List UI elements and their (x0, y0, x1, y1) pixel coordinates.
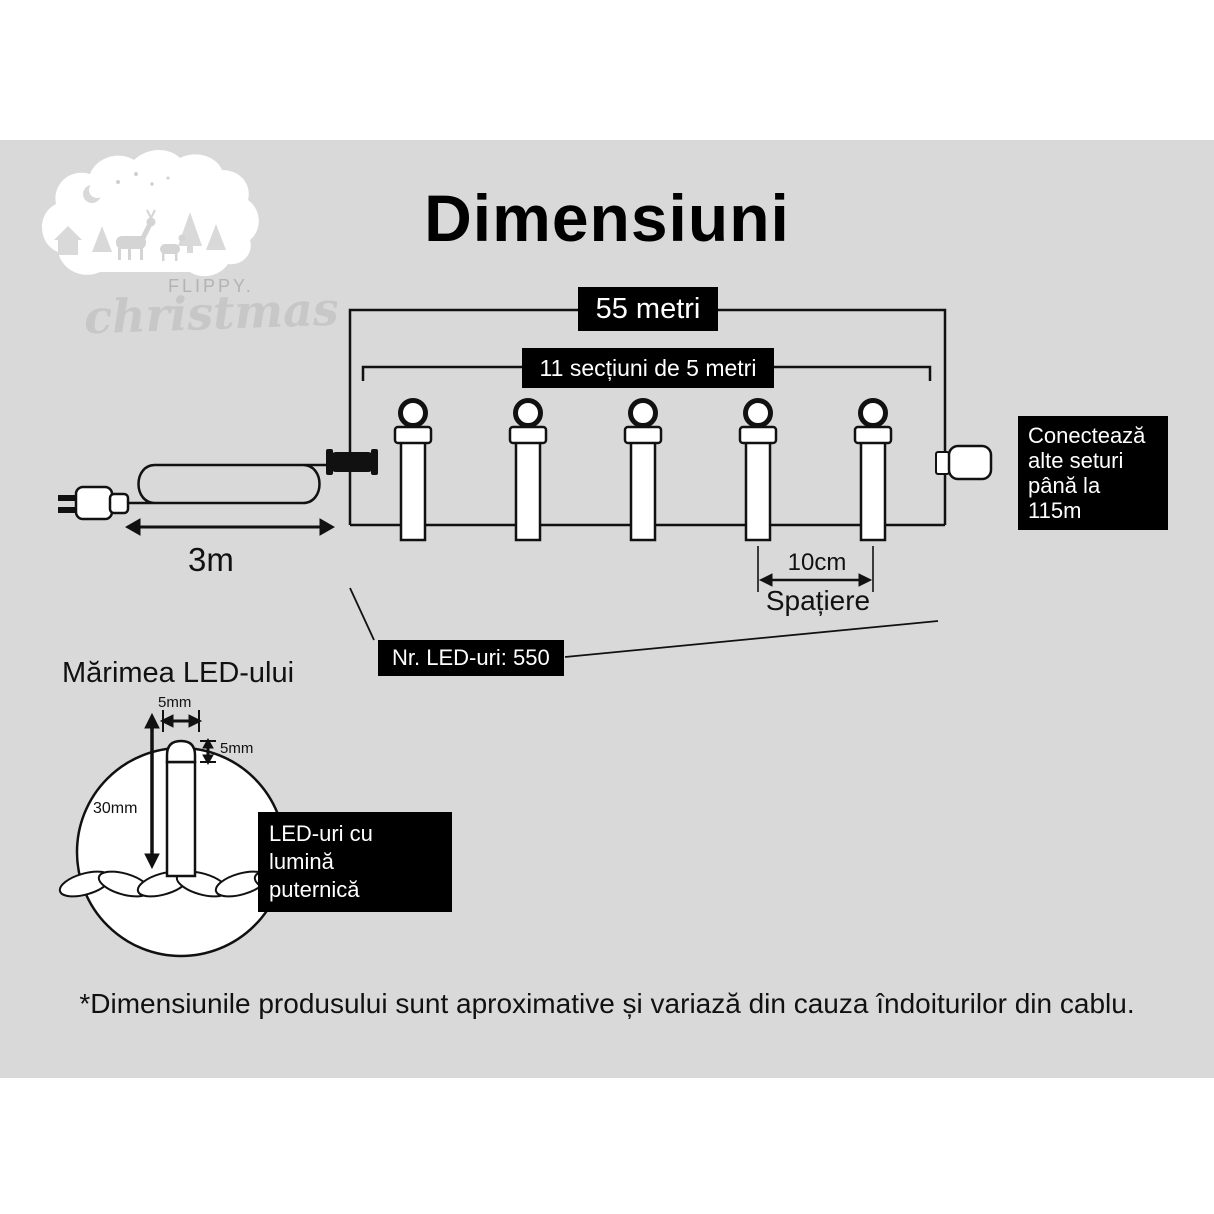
connect-info-line: până la 115m (1028, 473, 1101, 523)
inline-connector-icon (326, 449, 378, 475)
led-size-heading: Mărimea LED-ului (62, 657, 295, 689)
lead-cable (126, 463, 333, 505)
bright-led-callout-line: LED-uri cu lumină (269, 821, 373, 874)
led-bulb-enlarged (165, 739, 197, 878)
power-plug-icon (58, 485, 130, 521)
bright-led-callout: LED-uri cu lumină puternică (258, 812, 452, 912)
led-bulb (738, 398, 778, 542)
spacing-arrow (757, 546, 874, 592)
led-bulb (853, 398, 893, 542)
connect-info-line: alte seturi (1028, 448, 1124, 473)
house-icon (54, 226, 82, 255)
connect-info-label: Conectează alte seturi până la 115m (1018, 416, 1168, 530)
spacing-value-label: 10cm (787, 549, 847, 576)
led-total-height-arrow (144, 712, 160, 870)
led-count-callout-lines (349, 587, 939, 658)
crescent-moon-icon (83, 182, 105, 203)
led-bulb (393, 398, 433, 542)
led-bulb (508, 398, 548, 542)
led-dome-height-arrow (200, 737, 216, 766)
led-bulbs (393, 398, 893, 542)
bright-led-callout-line: puternică (269, 877, 360, 902)
led-total-height-label: 30mm (93, 800, 138, 817)
footnote-text: *Dimensiunile produsului sunt aproximati… (79, 988, 1135, 1019)
lead-length-label: 3m (188, 541, 234, 578)
connect-info-line: Conectează (1028, 423, 1146, 448)
spacing-caption: Spațiere (765, 585, 871, 616)
lead-length-arrow (124, 518, 336, 536)
brand-wordmark: FLIPPY. (168, 276, 254, 296)
brand-script-wordmark: christmas (83, 281, 340, 345)
end-connector-icon (935, 444, 993, 481)
led-width-label: 5mm (158, 694, 192, 711)
total-length-label: 55 metri (578, 287, 718, 331)
led-count-label: Nr. LED-uri: 550 (378, 640, 564, 676)
page-title: Dimensiuni (424, 181, 790, 255)
sections-label: 11 secțiuni de 5 metri (522, 348, 774, 388)
led-bulb (623, 398, 663, 542)
deer-icons (116, 209, 186, 261)
winter-scene-logo-art (41, 149, 259, 277)
stars-icon (116, 172, 170, 186)
led-width-arrow (159, 710, 203, 732)
led-dome-height-label: 5mm (220, 740, 254, 757)
